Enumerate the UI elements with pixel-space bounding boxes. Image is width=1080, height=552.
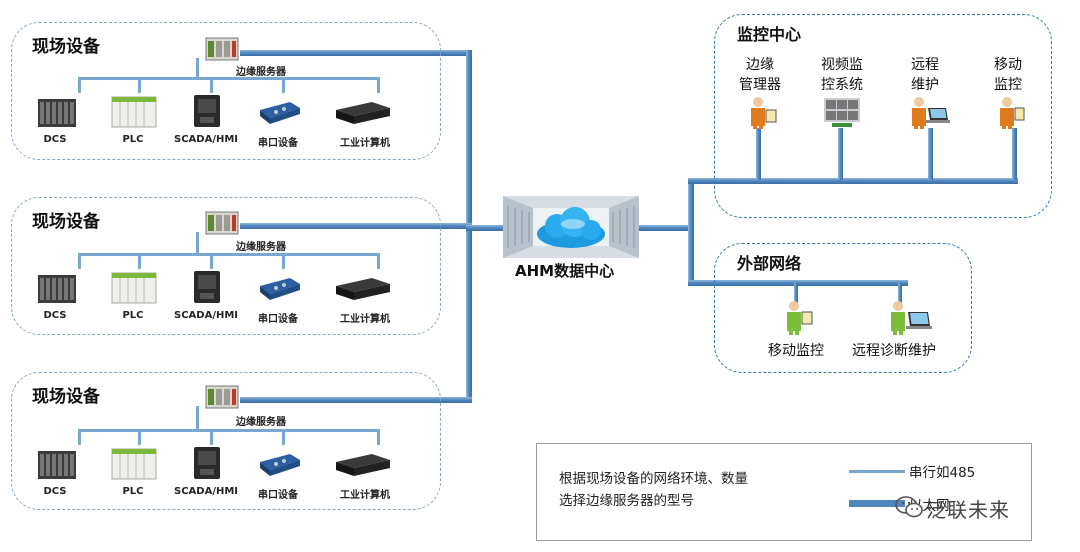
edge-server-label: 边缘服务器: [236, 417, 286, 428]
edge-server-icon: [205, 385, 239, 409]
watermark: 泛联未来: [926, 498, 1010, 522]
datacenter-label: AHM数据中心: [515, 262, 615, 280]
device-label: DCS: [43, 134, 67, 145]
serial-bus: [78, 58, 380, 93]
serial-legend-label: 串行如485: [909, 465, 976, 481]
edge-server-label: 边缘服务器: [236, 242, 286, 253]
edge-server-label: 边缘服务器: [236, 67, 286, 78]
industrial-pc-icon: [336, 102, 390, 124]
group-title: 监控中心: [737, 25, 802, 44]
device-label: SCADA/HMI: [173, 310, 239, 321]
device-label: DCS: [43, 486, 67, 497]
field-device-group-2: [11, 197, 441, 335]
device-label: 工业计算机: [340, 138, 390, 149]
legend-box: 根据现场设备的网络环境、数量选择边缘服务器的型号 串行如485 以太网: [536, 443, 1032, 541]
external-network-group: [714, 243, 972, 373]
wechat-icon: [895, 496, 923, 518]
edge-server-icon: [205, 37, 239, 61]
dcs-rack-icon: [38, 451, 76, 479]
serial-bus: [78, 232, 380, 269]
group-title: 外部网络: [737, 254, 802, 273]
monitoring-node-label: 远程维护: [911, 57, 939, 93]
device-label: 工业计算机: [340, 490, 390, 501]
device-label: 串口设备: [258, 138, 298, 149]
external-node-label: 移动监控: [768, 343, 824, 359]
field-device-group-3: [11, 372, 441, 510]
hmi-panel-icon: [194, 447, 220, 479]
serial-device-icon: [260, 102, 300, 124]
group-title: 现场设备: [32, 212, 100, 232]
monitoring-node-label: 移动监控: [994, 57, 1022, 93]
device-label: PLC: [122, 310, 144, 321]
plc-module-icon: [111, 96, 157, 128]
person-phone-icon: [1000, 97, 1025, 129]
hmi-panel-icon: [194, 271, 220, 303]
dcs-rack-icon: [38, 275, 76, 303]
cloud-datacenter-icon: [503, 196, 639, 258]
dcs-rack-icon: [38, 99, 76, 127]
device-label: PLC: [122, 486, 144, 497]
external-node-label: 远程诊断维护: [852, 343, 936, 359]
person-laptop-icon: [912, 97, 950, 129]
monitoring-node-label: 边缘管理器: [739, 57, 781, 93]
person-tablet-green-icon: [787, 301, 813, 335]
person-laptop-green-icon: [891, 301, 932, 335]
group-title: 现场设备: [32, 37, 100, 57]
group-title: 现场设备: [32, 387, 100, 407]
device-label: DCS: [43, 310, 67, 321]
monitoring-node-label: 视频监控系统: [821, 57, 863, 93]
edge-server-icon: [205, 211, 239, 235]
hmi-panel-icon: [194, 95, 220, 127]
monitoring-center-group: [714, 14, 1052, 218]
serial-device-icon: [260, 454, 300, 476]
legend-note: 根据现场设备的网络环境、数量选择边缘服务器的型号: [559, 471, 748, 509]
field-device-group-1: [11, 22, 441, 160]
device-label: PLC: [122, 134, 144, 145]
plc-module-icon: [111, 448, 157, 480]
serial-device-icon: [260, 278, 300, 300]
device-label: 串口设备: [258, 490, 298, 501]
ethernet-line-sample: [849, 500, 905, 507]
device-label: 工业计算机: [340, 314, 390, 325]
industrial-pc-icon: [336, 454, 390, 476]
video-wall-icon: [824, 98, 860, 127]
industrial-pc-icon: [336, 278, 390, 300]
plc-module-icon: [111, 272, 157, 304]
serial-line-sample: [849, 470, 905, 473]
device-label: 串口设备: [258, 314, 298, 325]
person-tablet-icon: [751, 97, 777, 129]
device-label: SCADA/HMI: [173, 486, 239, 497]
device-label: SCADA/HMI: [173, 134, 239, 145]
serial-bus: [78, 406, 380, 445]
